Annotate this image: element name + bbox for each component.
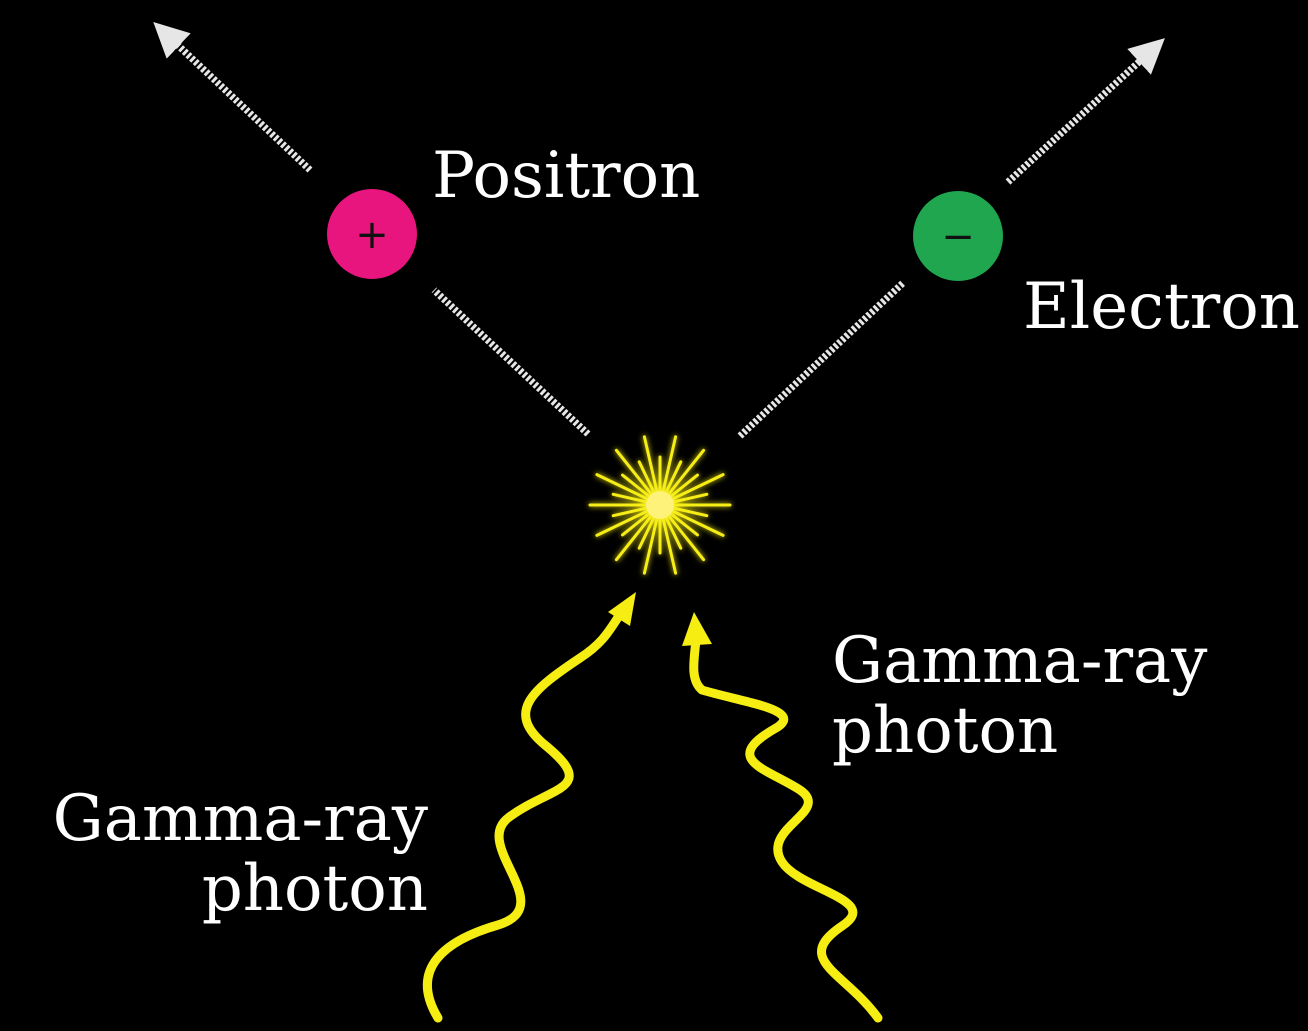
burst-core (646, 491, 674, 519)
electron-particle: − (913, 191, 1003, 281)
positron-sign: + (355, 212, 389, 258)
positron-circle (327, 189, 417, 279)
gamma-ray-photon-right-label-line1: Gamma-ray (832, 624, 1207, 698)
electron-sign: − (941, 214, 975, 260)
interaction-burst (588, 435, 732, 575)
gamma-ray-photon-left-label-line1: Gamma-ray (53, 782, 428, 856)
positron-track-outgoing (153, 21, 313, 173)
electron-track-origin (737, 279, 907, 439)
positron-particle: + (327, 189, 417, 279)
gamma-ray-photon-left-arrowhead (608, 592, 636, 626)
positron-track-origin (431, 287, 591, 437)
gamma-ray-photon-right-wave (689, 635, 883, 1023)
electron-track-outgoing (1005, 38, 1165, 185)
positron-label: Positron (432, 139, 700, 213)
gamma-ray-photon-left-label-line2: photon (202, 852, 428, 926)
electron-label: Electron (1023, 270, 1300, 344)
gamma-ray-photon-right-arrowhead (682, 612, 712, 646)
gamma-ray-photon-left-wave (422, 601, 631, 1023)
gamma-ray-photon-right-label-line2: photon (832, 694, 1058, 768)
electron-circle (913, 191, 1003, 281)
